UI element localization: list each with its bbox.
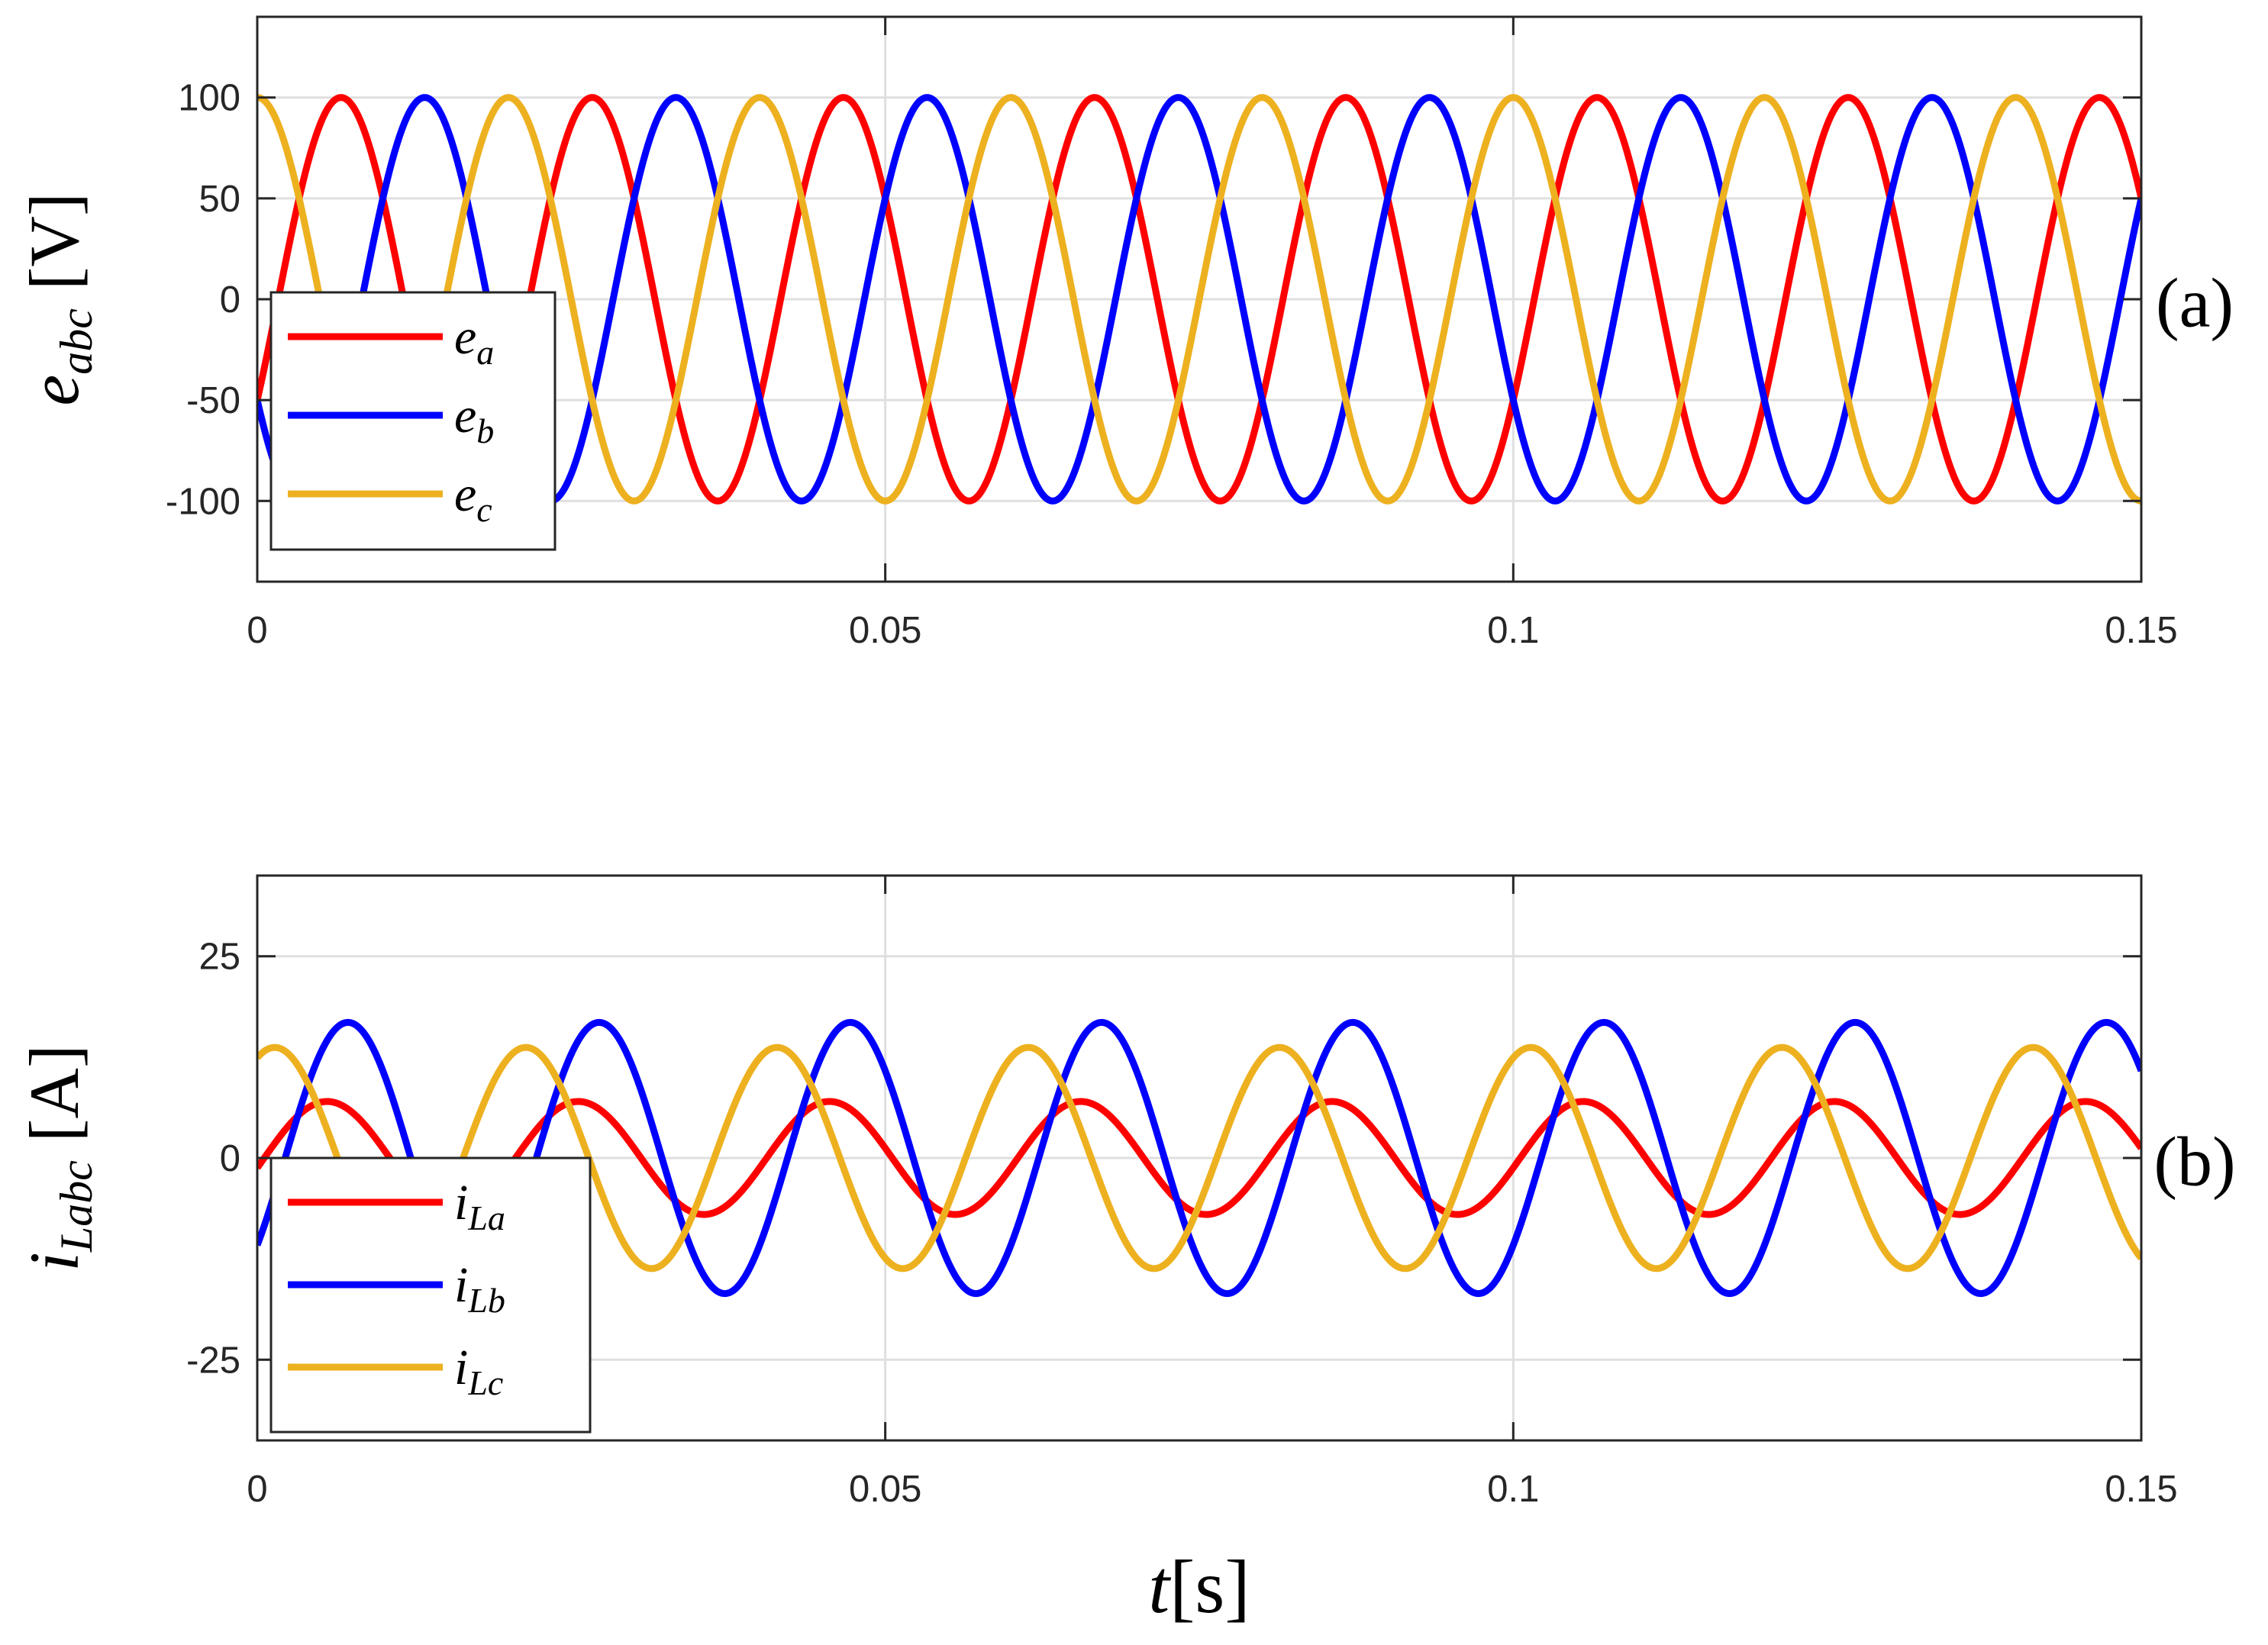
y-axis-label-subscript: abc <box>51 308 102 375</box>
legend-label-symbol: e <box>454 388 476 444</box>
legend-label-subscript: Lb <box>467 1281 505 1320</box>
y-tick-label: -100 <box>166 481 240 522</box>
x-tick-label: 0.15 <box>2105 1469 2177 1510</box>
y-tick-label: -25 <box>186 1340 240 1381</box>
series-group <box>257 94 2141 505</box>
y-tick-label: 50 <box>198 179 240 220</box>
series-line-e_c <box>257 94 2141 505</box>
series-group <box>257 1018 2141 1298</box>
y-tick-label: 100 <box>178 78 240 119</box>
legend-label-i_Lc: iLc <box>454 1340 503 1402</box>
y-axis-label-unit: [A] <box>15 1044 93 1142</box>
series-line-e_a <box>257 94 2141 505</box>
x-axis-label-symbol: t <box>1148 1544 1171 1629</box>
y-tick-label: 0 <box>220 279 240 321</box>
x-tick-label: 0.1 <box>1487 610 1539 651</box>
panel-label: (b) <box>2153 1122 2235 1200</box>
series-line-i_Lc <box>257 1043 2141 1272</box>
x-tick-label: 0.15 <box>2105 610 2177 651</box>
y-tick-label: 25 <box>198 937 240 978</box>
x-tick-label: 0 <box>247 610 267 651</box>
x-tick-label: 0.1 <box>1487 1469 1539 1510</box>
y-axis-label-symbol: i <box>15 1252 93 1272</box>
x-tick-label: 0 <box>247 1469 267 1510</box>
y-tick-label: -50 <box>186 380 240 421</box>
y-axis-label-subscript: Labc <box>51 1160 102 1253</box>
legend-label-i_La: iLa <box>454 1175 505 1237</box>
series-line-i_Lb <box>257 1018 2141 1298</box>
legend-label-subscript: Lc <box>467 1363 503 1402</box>
legend-label-e_c: ec <box>454 466 492 529</box>
legend-label-symbol: e <box>454 466 476 522</box>
x-tick-label: 0.05 <box>849 1469 921 1510</box>
legend-label-subscript: a <box>476 333 494 372</box>
legend-label-symbol: e <box>454 309 476 365</box>
legend-label-i_Lb: iLb <box>454 1257 505 1320</box>
x-tick-label: 0.05 <box>849 610 921 651</box>
legend-label-subscript: La <box>467 1198 505 1237</box>
legend-label-e_b: eb <box>454 388 494 450</box>
y-axis-label-symbol: e <box>15 375 93 406</box>
y-tick-label: 0 <box>220 1138 240 1179</box>
panel-label: (a) <box>2156 263 2234 341</box>
x-axis-label-unit: [s] <box>1169 1544 1250 1629</box>
legend-label-symbol: i <box>454 1257 468 1313</box>
series-line-e_b <box>257 94 2141 505</box>
legend-label-symbol: i <box>454 1340 468 1395</box>
x-axis-label: t[s] <box>1148 1544 1250 1629</box>
legend-label-e_a: ea <box>454 309 494 372</box>
y-axis-label-unit: [V] <box>15 192 93 290</box>
legend-label-symbol: i <box>454 1175 468 1231</box>
legend-label-subscript: c <box>476 490 492 529</box>
y-axis-label: iLabc [A] <box>15 1044 102 1271</box>
legend-label-subscript: b <box>476 411 494 450</box>
y-axis-label: eabc [V] <box>15 192 102 405</box>
legend-box <box>269 291 557 551</box>
